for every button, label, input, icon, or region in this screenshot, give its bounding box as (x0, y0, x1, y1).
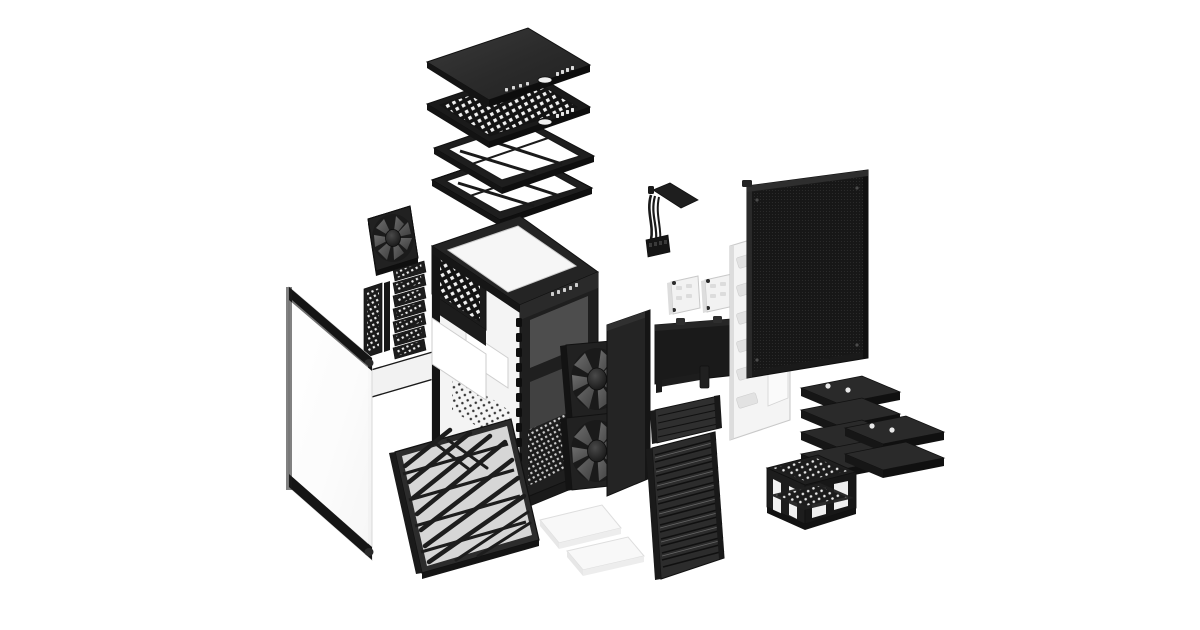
part-foam-pad-small (566, 536, 645, 576)
part-foam-pad-large (539, 504, 622, 549)
part-front-bezel-louvered (646, 431, 725, 580)
part-front-panel-plate (606, 309, 651, 497)
part-top-cover (425, 27, 592, 107)
part-rear-fan (367, 205, 419, 276)
part-hdd-cage (765, 454, 858, 530)
part-front-slat-strip (650, 395, 722, 444)
part-ssd-bracket-right (701, 273, 735, 313)
part-pci-slot-cover-pair (363, 281, 390, 359)
part-hdd-tray-pair (843, 415, 946, 478)
part-cable-harness (645, 182, 699, 258)
part-solid-side-panel (742, 169, 869, 379)
part-glass-side-panel (286, 285, 374, 562)
part-bottom-dust-filter (389, 418, 540, 579)
part-pci-slot-covers (392, 260, 427, 360)
part-ssd-bracket-left (667, 275, 701, 315)
part-top-mesh-filter (425, 69, 592, 148)
